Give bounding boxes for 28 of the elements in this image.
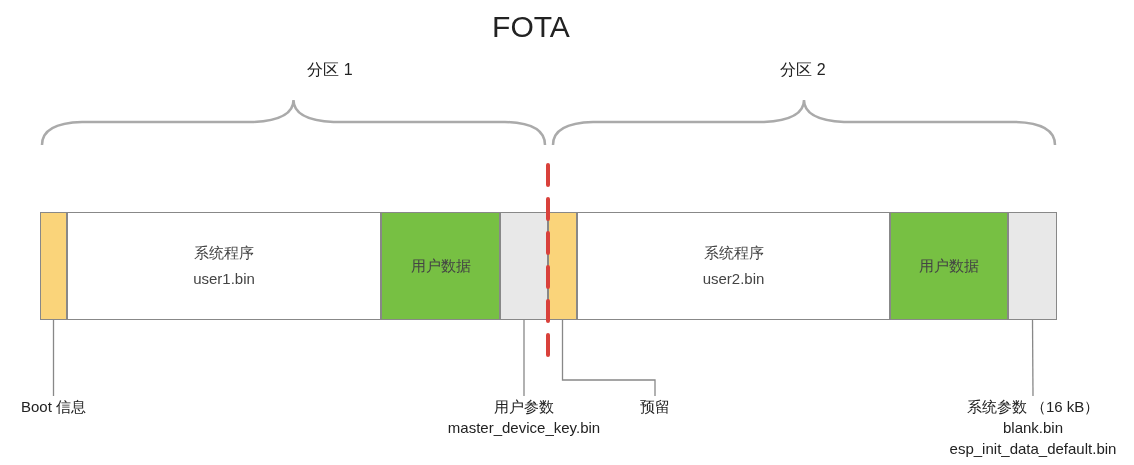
callout-label: Boot 信息 bbox=[21, 397, 86, 417]
file-name: esp_init_data_default.bin bbox=[949, 439, 1117, 459]
leader-line bbox=[52, 319, 55, 397]
file-name: user1.bin bbox=[193, 269, 255, 289]
memory-segment bbox=[548, 212, 577, 320]
segment-label: 用户数据 bbox=[919, 256, 979, 276]
file-name: blank.bin bbox=[1002, 418, 1063, 438]
memory-segment bbox=[577, 212, 890, 320]
partition-label: 分区 1 bbox=[307, 60, 353, 80]
memory-segment bbox=[1008, 212, 1057, 320]
file-name: user2.bin bbox=[702, 269, 765, 289]
memory-segment bbox=[40, 212, 67, 320]
segment-label: 用户数据 bbox=[410, 256, 471, 276]
callout-label: 用户参数 bbox=[494, 397, 554, 417]
memory-segment bbox=[890, 212, 1008, 320]
memory-segment bbox=[67, 212, 381, 320]
callout-label: 预留 bbox=[640, 397, 670, 417]
diagram-title: FOTA bbox=[492, 10, 570, 44]
partition-label: 分区 2 bbox=[780, 60, 826, 80]
memory-segment bbox=[500, 212, 548, 320]
callout-label: 系统参数 （16 kB） bbox=[966, 397, 1100, 417]
segment-label: 系统程序 bbox=[194, 243, 254, 263]
leader-line bbox=[561, 319, 656, 397]
leader-line bbox=[523, 319, 525, 397]
segment-label: 系统程序 bbox=[703, 243, 764, 263]
memory-segment bbox=[381, 212, 500, 320]
file-name: master_device_key.bin bbox=[447, 418, 601, 438]
leader-line bbox=[1031, 319, 1034, 397]
